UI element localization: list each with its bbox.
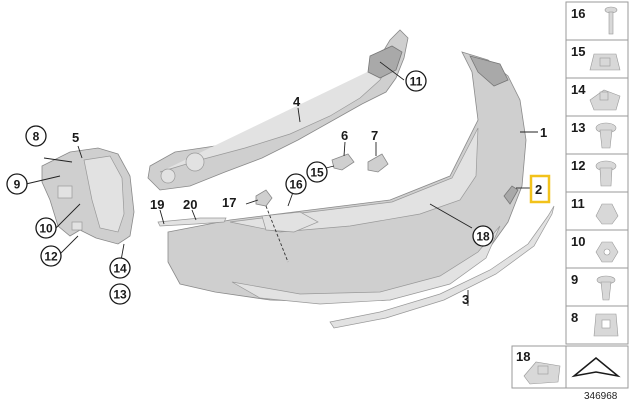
part-clip-7 (367, 153, 389, 173)
leader-4 (297, 107, 301, 123)
side-cell-13: 13 (565, 115, 629, 155)
label-3: 3 (462, 292, 469, 307)
label-13: 13 (113, 288, 127, 302)
side-cell-16: 16 (565, 1, 629, 41)
label-9: 9 (14, 178, 21, 192)
label-20: 20 (183, 197, 197, 212)
part-carrier-bar (147, 29, 409, 191)
leader-18 (429, 203, 473, 229)
label-1: 1 (540, 125, 547, 140)
label-18: 18 (476, 230, 490, 244)
part-small-strip (157, 217, 227, 227)
label-4: 4 (293, 94, 301, 109)
label-19: 19 (150, 197, 164, 212)
part-reflector-2 (503, 185, 519, 205)
clip-nut-icon (589, 53, 621, 71)
dashed-leader-17 (265, 205, 289, 263)
callout-12: 12 (40, 245, 62, 267)
part-side-bracket (41, 147, 135, 245)
label-17: 17 (222, 195, 236, 210)
callout-9: 9 (6, 173, 28, 195)
side-cell-11: 11 (565, 191, 629, 231)
side-cell-10: 10 (565, 229, 629, 269)
part-bumper-panel (167, 51, 527, 305)
leader-20 (191, 209, 197, 221)
clip-icon (589, 89, 621, 111)
label-10: 10 (39, 222, 53, 236)
label-7: 7 (371, 128, 378, 143)
label-14: 14 (113, 262, 127, 276)
bottom-cell-group-symbol (565, 345, 629, 389)
side-label-15: 15 (571, 44, 585, 59)
part-trim-strip (329, 205, 555, 329)
hex-nut-icon (595, 241, 619, 263)
callout-8: 8 (25, 125, 47, 147)
diagram-reference-number: 346968 (584, 391, 618, 402)
side-cell-9: 9 (565, 267, 629, 307)
leader-12 (59, 235, 79, 255)
side-label-13: 13 (571, 120, 585, 135)
leader-5 (77, 145, 83, 159)
callout-10: 10 (35, 217, 57, 239)
side-label-16: 16 (571, 6, 585, 21)
side-label-12: 12 (571, 158, 585, 173)
callout-15: 15 (306, 161, 328, 183)
side-cell-8: 8 (565, 305, 629, 345)
callout-16: 16 (285, 173, 307, 195)
leader-9 (25, 175, 61, 185)
label-16: 16 (289, 178, 303, 192)
expansion-rivet-icon (595, 160, 617, 187)
label-12: 12 (44, 250, 58, 264)
label-11: 11 (410, 75, 423, 89)
side-label-18: 18 (516, 349, 530, 364)
rivet-icon (595, 122, 617, 149)
push-clip-icon (596, 275, 616, 301)
label-15: 15 (310, 166, 324, 180)
part-clip-17 (255, 189, 273, 207)
side-label-8: 8 (571, 310, 578, 325)
spring-nut-icon (593, 313, 619, 337)
leader-10 (55, 203, 81, 229)
label-6: 6 (341, 128, 348, 143)
side-cell-14: 14 (565, 77, 629, 117)
leader-11 (379, 61, 405, 81)
callout-14: 14 (109, 257, 131, 279)
callout-13: 13 (109, 283, 131, 305)
leader-6 (343, 141, 346, 157)
label-2: 2 (535, 182, 542, 197)
side-cell-15: 15 (565, 39, 629, 79)
side-label-14: 14 (571, 82, 586, 97)
parts-group-symbol-icon (571, 357, 621, 378)
callout-11: 11 (405, 70, 427, 92)
nut-icon (595, 203, 619, 225)
part-clip-6 (331, 153, 355, 171)
highlight-box-2 (529, 174, 551, 204)
callout-18: 18 (472, 225, 494, 247)
side-cell-12: 12 (565, 153, 629, 193)
side-label-10: 10 (571, 234, 585, 249)
side-label-11: 11 (571, 196, 585, 211)
screw-icon (604, 6, 618, 35)
side-label-9: 9 (571, 272, 578, 287)
leader-8 (43, 157, 73, 163)
label-5: 5 (72, 130, 79, 145)
leader-17 (245, 199, 259, 205)
side-parts-panel: 16 15 14 13 (511, 1, 629, 389)
grommet-icon (523, 361, 561, 385)
leader-19 (159, 209, 165, 225)
label-8: 8 (33, 130, 40, 144)
bottom-cell-18: 18 (511, 345, 567, 389)
